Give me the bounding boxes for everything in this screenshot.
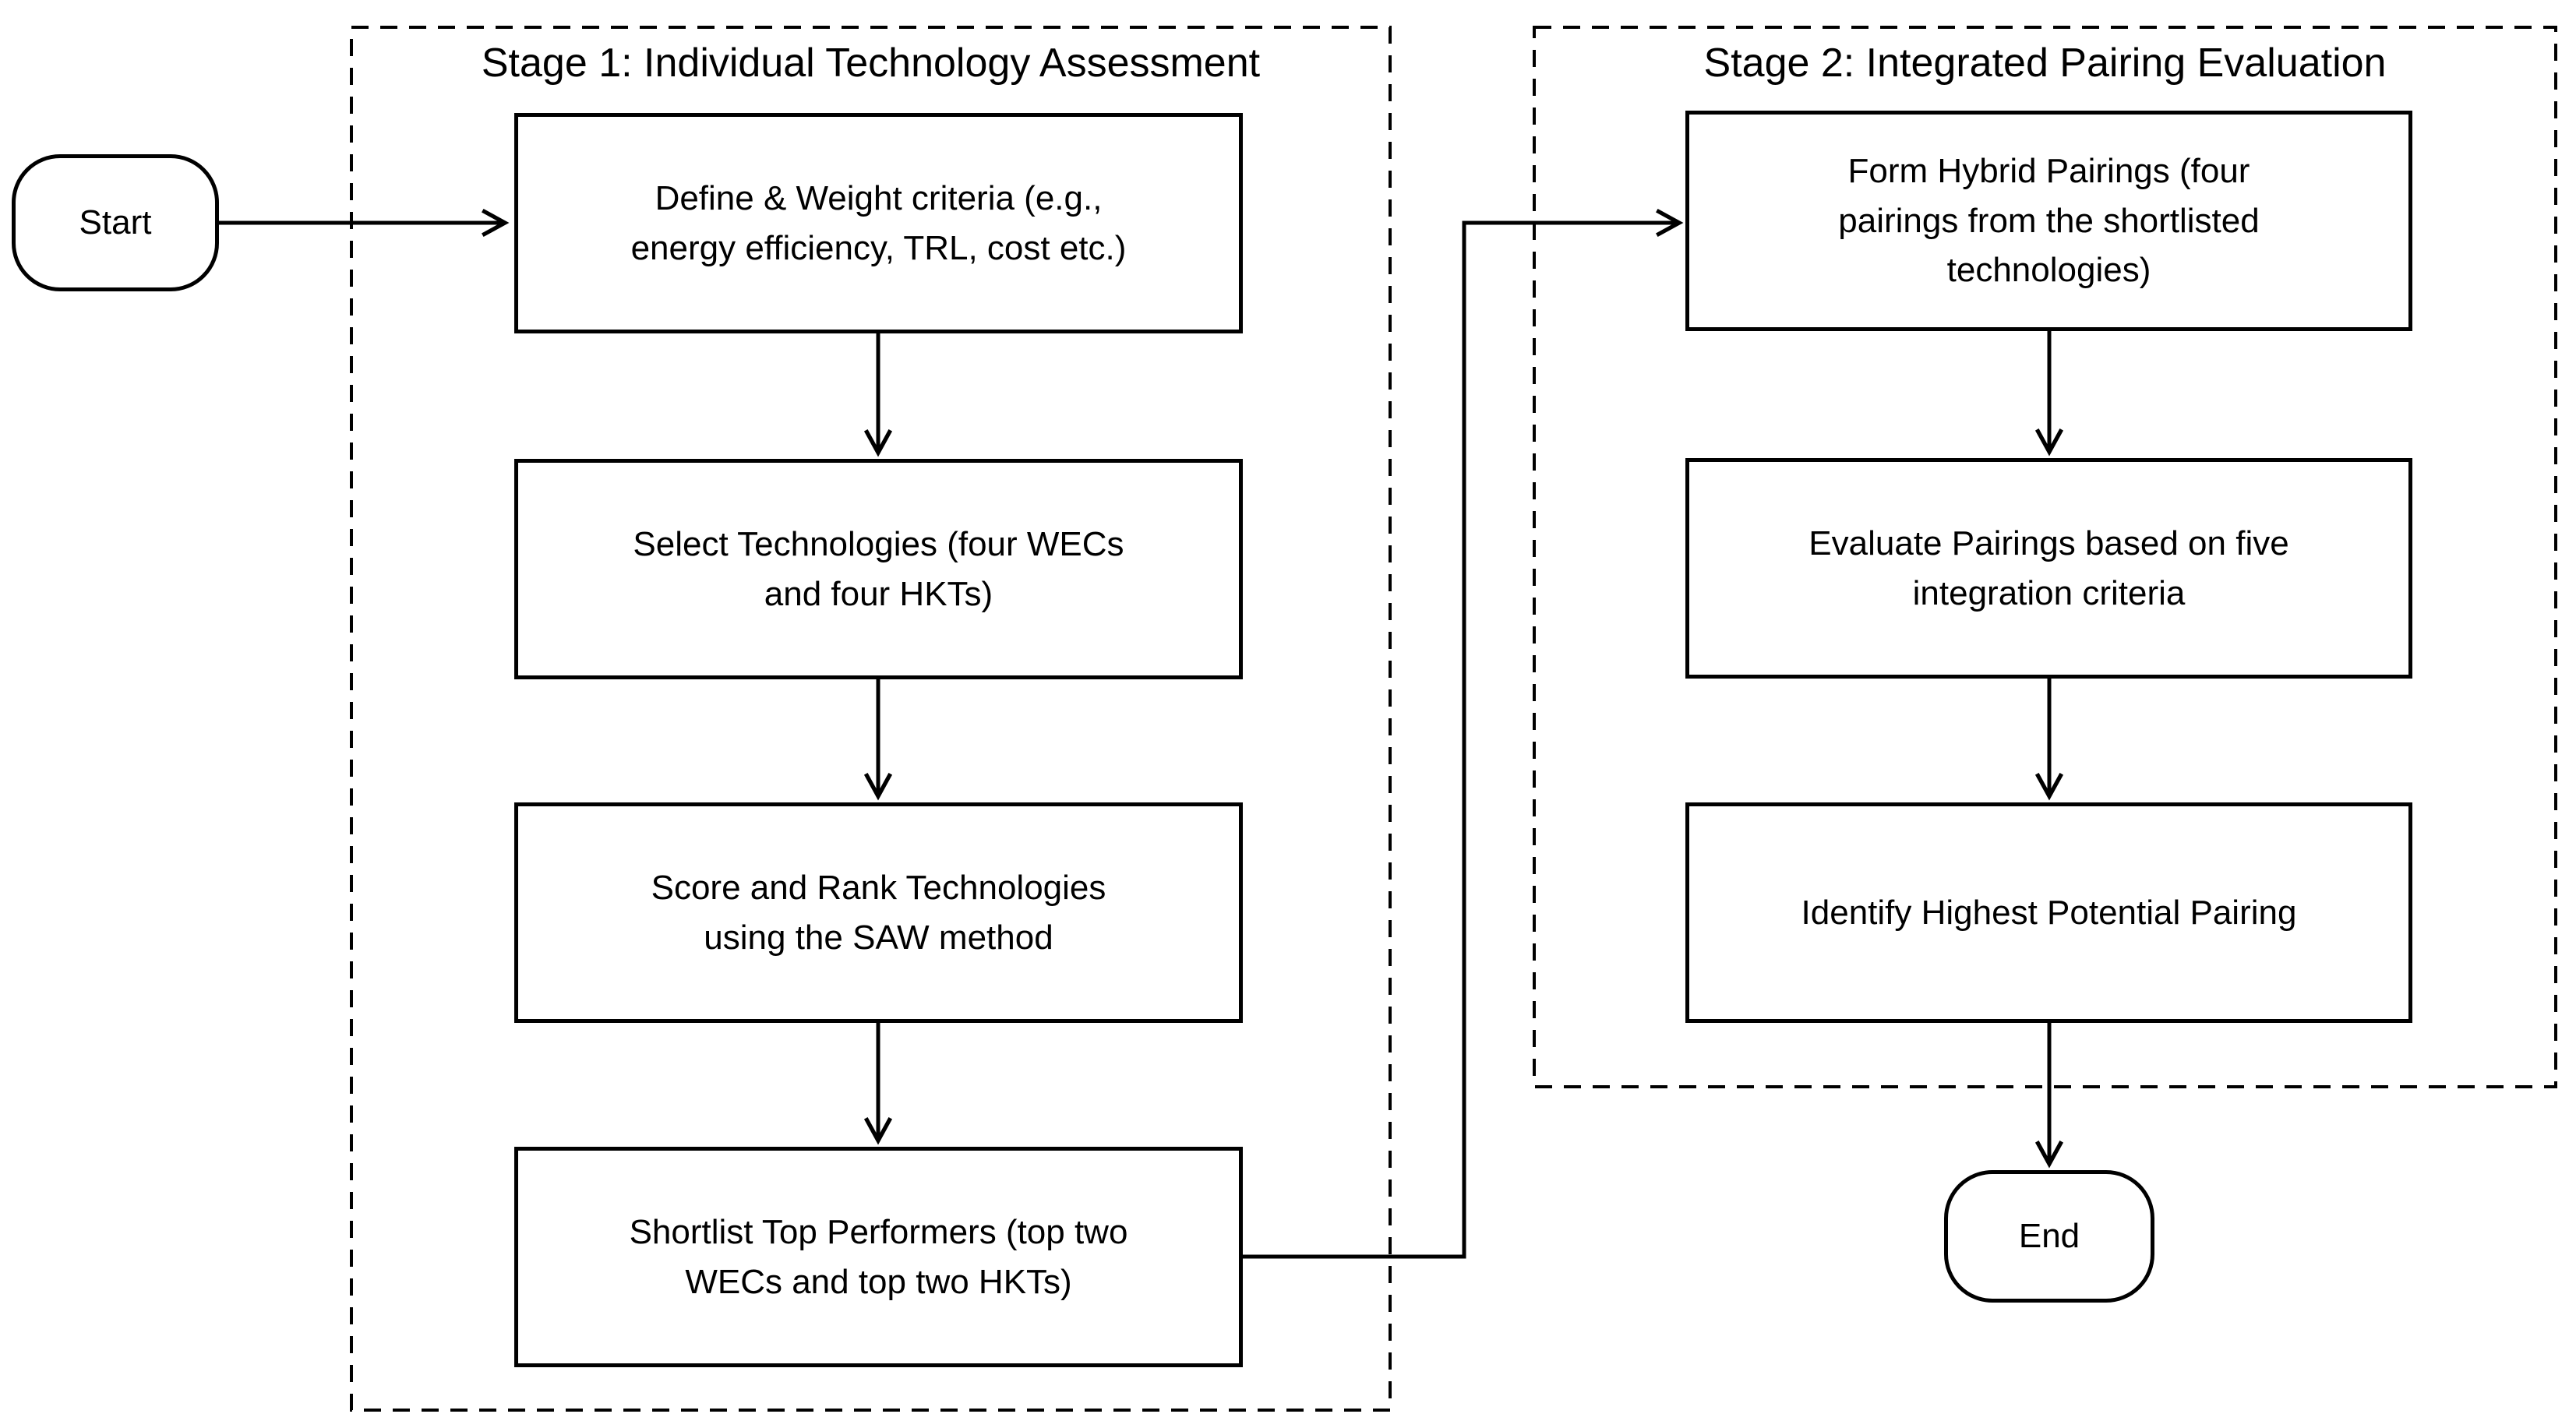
connector-step4-to-step5 bbox=[1243, 208, 1684, 1259]
stage2-title: Stage 2: Integrated Pairing Evaluation bbox=[1703, 41, 2387, 86]
step-evaluate-pairings: Evaluate Pairings based on five integrat… bbox=[1685, 458, 2412, 679]
step-form-hybrid-pairings: Form Hybrid Pairings (four pairings from… bbox=[1685, 111, 2412, 331]
end-terminal: End bbox=[1944, 1170, 2154, 1303]
start-terminal: Start bbox=[12, 154, 219, 291]
step-shortlist-top-performers: Shortlist Top Performers (top two WECs a… bbox=[514, 1147, 1243, 1367]
stage1-title: Stage 1: Individual Technology Assessmen… bbox=[481, 41, 1261, 86]
step-select-technologies: Select Technologies (four WECs and four … bbox=[514, 459, 1243, 679]
step-define-weight-criteria: Define & Weight criteria (e.g., energy e… bbox=[514, 113, 1243, 333]
step-identify-highest-potential-pairing: Identify Highest Potential Pairing bbox=[1685, 802, 2412, 1023]
step-score-rank-technologies: Score and Rank Technologies using the SA… bbox=[514, 802, 1243, 1023]
